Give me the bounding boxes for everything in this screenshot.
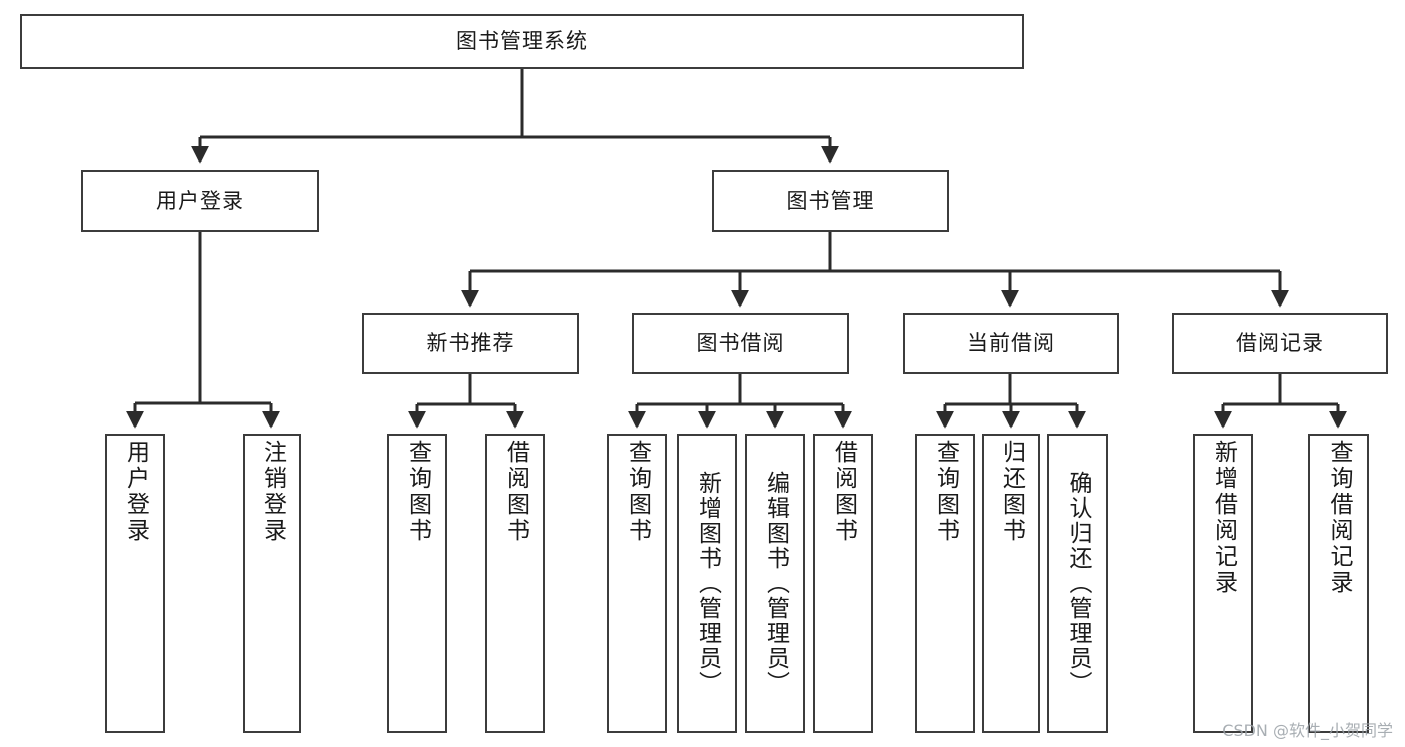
node-current-borrow-label: 当前借阅 — [967, 331, 1055, 356]
node-leaf-edit-book-label: 编辑图书（管理员） — [762, 471, 789, 696]
node-new-book-recommend[interactable]: 新书推荐 — [362, 313, 579, 374]
node-leaf-borrow-book-1-label: 借阅图书 — [502, 440, 529, 544]
node-root-system[interactable]: 图书管理系统 — [20, 14, 1024, 69]
node-user-login[interactable]: 用户登录 — [81, 170, 319, 232]
node-book-borrow-label: 图书借阅 — [696, 331, 785, 356]
node-leaf-borrow-book-1[interactable]: 借阅图书 — [485, 434, 545, 733]
node-leaf-logout[interactable]: 注销登录 — [243, 434, 301, 733]
node-user-login-label: 用户登录 — [156, 188, 244, 213]
node-new-book-recommend-label: 新书推荐 — [426, 331, 515, 356]
node-leaf-logout-label: 注销登录 — [259, 440, 286, 544]
node-book-borrow[interactable]: 图书借阅 — [632, 313, 849, 374]
node-leaf-query-record[interactable]: 查询借阅记录 — [1308, 434, 1369, 733]
node-leaf-query-book-1[interactable]: 查询图书 — [387, 434, 447, 733]
node-leaf-query-book-1-label: 查询图书 — [404, 440, 431, 544]
node-leaf-confirm-return-label: 确认归还（管理员） — [1065, 471, 1091, 696]
node-leaf-add-record-label: 新增借阅记录 — [1210, 440, 1237, 596]
node-root-system-label: 图书管理系统 — [456, 29, 588, 54]
node-borrow-record[interactable]: 借阅记录 — [1172, 313, 1388, 374]
node-leaf-return-book[interactable]: 归还图书 — [982, 434, 1040, 733]
node-leaf-return-book-label: 归还图书 — [998, 440, 1025, 544]
node-leaf-query-book-3[interactable]: 查询图书 — [915, 434, 975, 733]
csdn-watermark: CSDN @软件_小贺同学 — [1222, 721, 1393, 740]
node-leaf-add-book[interactable]: 新增图书（管理员） — [677, 434, 737, 733]
node-current-borrow[interactable]: 当前借阅 — [903, 313, 1119, 374]
node-leaf-user-login-label: 用户登录 — [122, 440, 149, 544]
node-leaf-edit-book[interactable]: 编辑图书（管理员） — [745, 434, 805, 733]
node-book-management-label: 图书管理 — [786, 188, 875, 213]
node-book-management[interactable]: 图书管理 — [712, 170, 949, 232]
node-leaf-user-login[interactable]: 用户登录 — [105, 434, 165, 733]
node-leaf-query-record-label: 查询借阅记录 — [1326, 440, 1352, 596]
node-leaf-confirm-return[interactable]: 确认归还（管理员） — [1047, 434, 1108, 733]
node-leaf-query-book-2-label: 查询图书 — [624, 440, 651, 544]
node-leaf-query-book-2[interactable]: 查询图书 — [607, 434, 667, 733]
node-borrow-record-label: 借阅记录 — [1236, 331, 1324, 356]
node-leaf-query-book-3-label: 查询图书 — [932, 440, 959, 544]
node-leaf-add-record[interactable]: 新增借阅记录 — [1193, 434, 1253, 733]
node-leaf-borrow-book-2[interactable]: 借阅图书 — [813, 434, 873, 733]
node-leaf-add-book-label: 新增图书（管理员） — [694, 471, 721, 696]
node-leaf-borrow-book-2-label: 借阅图书 — [830, 440, 857, 544]
